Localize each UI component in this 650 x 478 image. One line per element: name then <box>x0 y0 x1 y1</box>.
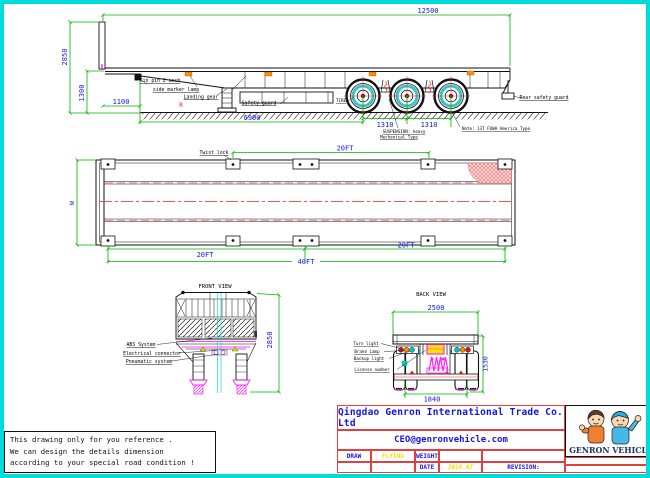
license-plate <box>426 344 445 355</box>
dim-top-20ft: 20FT <box>337 145 355 153</box>
note-line-3: according to your special road condition… <box>10 458 195 468</box>
dim-back-width: 2500 <box>428 304 445 312</box>
twist-locks <box>100 158 513 247</box>
plan-dimensions: 20FT W 20FT 20FT 40FT <box>68 145 505 266</box>
dim-kingpin-to-axle: 6900 <box>244 114 261 122</box>
title-block-empty-cell <box>565 457 648 465</box>
label-license-number: License number <box>354 367 390 372</box>
note-line-1: This drawing only for you reference . <box>10 435 173 444</box>
dim-front-height: 2850 <box>61 49 69 66</box>
draw-value: FLYING <box>371 450 415 462</box>
reference-note-box: This drawing only for you reference . We… <box>4 431 216 473</box>
dim-kingpin-setback: 1100 <box>113 98 130 106</box>
dim-bottom-right-20ft: 20FT <box>398 242 416 250</box>
label-side-marker: side marker lamp <box>153 87 199 93</box>
label-brake-lamp: Brake Lamp <box>354 349 380 354</box>
label-rear-guard: Rear safety guard <box>519 95 568 101</box>
deck-frame <box>95 159 516 246</box>
label-suspension-2: Mechanical Type <box>380 135 418 140</box>
title-block-empty-cell <box>337 462 371 473</box>
front-labels: ABS System Electrical connector Pneumati… <box>123 337 220 365</box>
title-block-empty-cell <box>371 462 415 473</box>
trailer-structure <box>98 21 548 113</box>
dim-bottom-left-20ft: 20FT <box>197 251 215 259</box>
date-label: DATE <box>415 462 439 473</box>
tail-lights <box>396 344 474 355</box>
logo-text: GENRON VEHICLE <box>569 446 650 456</box>
front-view-title: FRONT VIEW <box>198 284 232 290</box>
dim-overall-length: 12500 <box>417 7 438 15</box>
back-labels: Turn light Brake Lamp Backup light Licen… <box>353 341 427 372</box>
dim-axle-spacing-1: 1310 <box>377 121 394 129</box>
label-safety-guard: Safety guard <box>242 101 277 107</box>
revision-label: REVISION: <box>482 462 565 473</box>
label-electrical-connector: Electrical connector <box>123 351 181 357</box>
back-view-title: BACK VIEW <box>416 292 446 298</box>
front-chassis <box>175 293 257 395</box>
draw-label: DRAW <box>337 450 371 462</box>
company-email: CEO@genronvehicle.com <box>337 430 565 450</box>
dim-overall-40ft: 40FT <box>298 258 316 266</box>
suspension-hangers <box>380 79 435 94</box>
title-block-empty-cell <box>482 450 565 462</box>
company-name: Qingdao Genron International Trade Co. L… <box>337 405 565 430</box>
front-view: FRONT VIEW <box>123 284 281 395</box>
dim-front-view-height: 2850 <box>266 332 274 349</box>
mascots-illustration <box>579 409 642 445</box>
label-r-mark: R <box>179 102 183 109</box>
dim-deck-height: 1300 <box>78 85 86 102</box>
side-dimensions: 12500 2850 1300 1100 6900 1310 1310 <box>61 7 512 129</box>
label-turn-light: Turn light <box>353 341 379 346</box>
back-dim-1530: 1530 <box>470 334 490 394</box>
title-block-empty-cell <box>565 465 648 473</box>
plan-view: Twist lock 20FT W 20FT 20FT 40FT <box>68 145 516 266</box>
side-labels: Kin pin 2 inch side marker lamp Landing … <box>140 75 569 140</box>
label-backup-light: Backup light <box>354 356 385 361</box>
rear-suspension-magenta <box>426 356 449 374</box>
label-twist-lock: Twist lock <box>200 150 229 156</box>
label-abs-system: ABS System <box>127 342 156 348</box>
note-line-2: We can design the details dimension <box>10 446 164 456</box>
label-tire: TIRE <box>336 98 347 103</box>
label-kingpin: Kin pin 2 inch <box>140 78 181 84</box>
back-view: BACK VIEW 2500 <box>353 292 490 404</box>
label-pneumatic-system: Pneumatic system <box>126 359 172 365</box>
title-block: Qingdao Genron International Trade Co. L… <box>337 405 650 473</box>
side-view: 12500 2850 1300 1100 6900 1310 1310 Kin … <box>61 7 569 140</box>
label-axle-note: Note: 13T FUWA America Type <box>462 126 531 131</box>
label-suspension-1: SUSPENSION: heavy <box>383 129 426 134</box>
front-dimension: 2850 <box>250 293 281 394</box>
company-logo: GENRON VEHICLE <box>565 405 650 457</box>
date-value: 2019.07 <box>439 462 482 473</box>
headboard <box>175 290 257 340</box>
dim-back-height: 1530 <box>482 356 490 372</box>
dim-track-width: 1840 <box>424 396 441 404</box>
dim-axle-spacing-2: 1310 <box>421 121 438 129</box>
weight-value-empty <box>439 450 482 462</box>
back-dim-1840: 1840 <box>403 381 469 404</box>
side-marker-lamps <box>184 70 475 77</box>
weight-label: WEIGHT <box>415 450 439 462</box>
dim-width: W <box>68 201 76 205</box>
label-landing-gear: Landing gear <box>184 95 219 101</box>
back-dim-2500: 2500 <box>391 304 480 335</box>
ground-hatch <box>142 113 546 120</box>
